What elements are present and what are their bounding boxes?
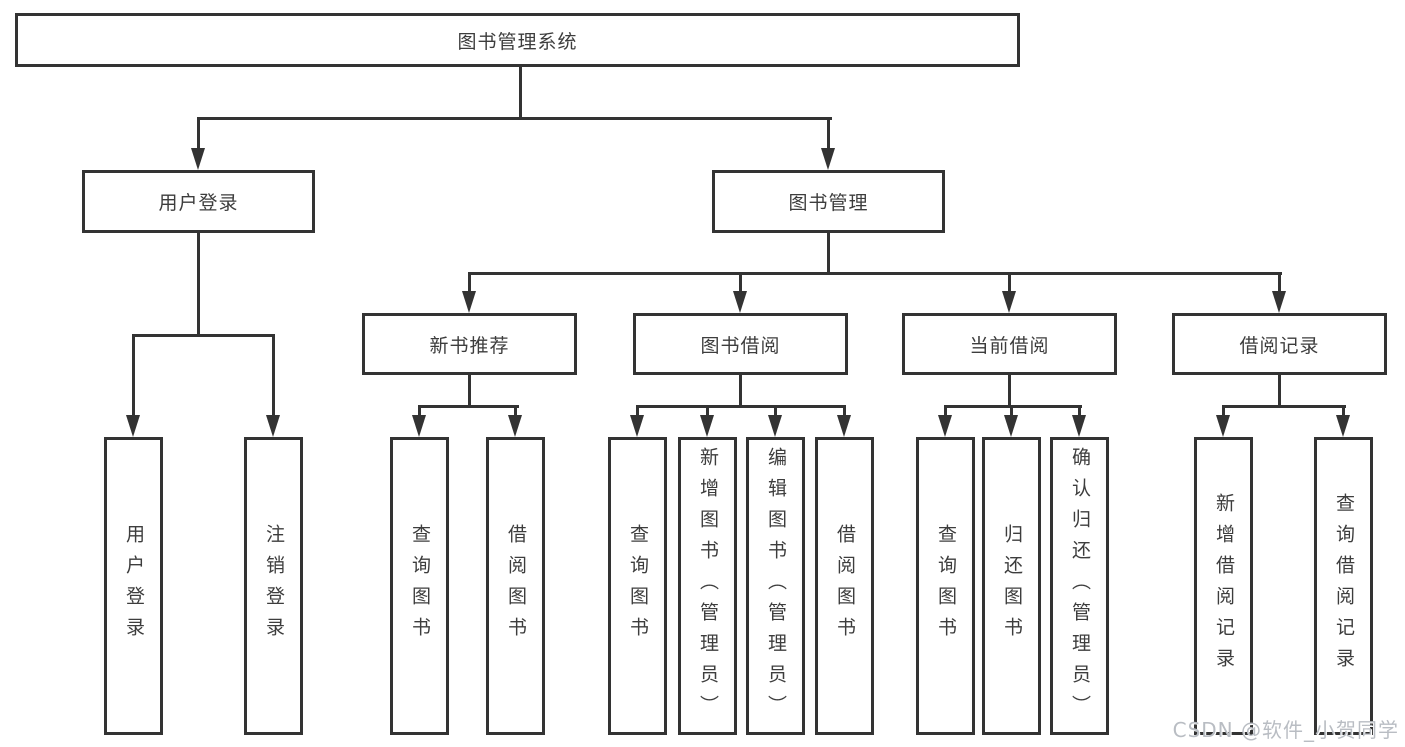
connector-line bbox=[636, 405, 846, 408]
leaf-query-books-3: 查询图书 bbox=[916, 437, 975, 735]
arrowhead-down bbox=[1004, 415, 1018, 437]
arrowhead-down bbox=[821, 148, 835, 170]
node-label: 新增图书（管理员） bbox=[697, 446, 719, 726]
connector-line bbox=[944, 405, 1082, 408]
node-new-book-recommend: 新书推荐 bbox=[362, 313, 577, 375]
arrowhead-down bbox=[700, 415, 714, 437]
connector-line bbox=[1010, 405, 1013, 417]
connector-line bbox=[132, 334, 275, 337]
node-label: 新书推荐 bbox=[429, 334, 510, 357]
node-label: 新增借阅记录 bbox=[1213, 493, 1235, 679]
arrowhead-down bbox=[191, 148, 205, 170]
arrowhead-down bbox=[1336, 415, 1350, 437]
arrowhead-down bbox=[266, 415, 280, 437]
connector-line bbox=[519, 66, 522, 118]
leaf-logout: 注销登录 bbox=[244, 437, 303, 735]
node-book-management: 图书管理 bbox=[712, 170, 945, 233]
arrowhead-down bbox=[1072, 415, 1086, 437]
connector-line bbox=[418, 405, 421, 417]
node-current-borrow: 当前借阅 bbox=[902, 313, 1117, 375]
leaf-query-books-2: 查询图书 bbox=[608, 437, 667, 735]
node-label: 借阅记录 bbox=[1239, 334, 1320, 357]
connector-line bbox=[774, 405, 777, 417]
leaf-confirm-return-admin: 确认归还（管理员） bbox=[1050, 437, 1109, 735]
arrowhead-down bbox=[768, 415, 782, 437]
node-label: 确认归还（管理员） bbox=[1069, 446, 1091, 726]
arrowhead-down bbox=[508, 415, 522, 437]
leaf-add-book-admin: 新增图书（管理员） bbox=[678, 437, 737, 735]
watermark: CSDN @软件_小贺同学 bbox=[1172, 718, 1399, 742]
node-label: 图书管理系统 bbox=[457, 30, 578, 53]
connector-line bbox=[1078, 405, 1081, 417]
connector-line bbox=[197, 117, 200, 150]
node-label: 编辑图书（管理员） bbox=[765, 446, 787, 726]
connector-line bbox=[636, 405, 639, 417]
node-label: 用户登录 bbox=[123, 524, 145, 648]
node-label: 借阅图书 bbox=[505, 524, 527, 648]
connector-line bbox=[418, 405, 519, 408]
connector-line bbox=[468, 272, 471, 294]
connector-line bbox=[1222, 405, 1225, 417]
node-root: 图书管理系统 bbox=[15, 13, 1020, 67]
node-label: 借阅图书 bbox=[834, 524, 856, 648]
leaf-return-book: 归还图书 bbox=[982, 437, 1041, 735]
connector-line bbox=[706, 405, 709, 417]
leaf-borrow-books-1: 借阅图书 bbox=[486, 437, 545, 735]
node-label: 查询图书 bbox=[409, 524, 431, 648]
connector-line bbox=[1278, 272, 1281, 294]
arrowhead-down bbox=[733, 291, 747, 313]
connector-line bbox=[739, 272, 742, 294]
connector-line bbox=[514, 405, 517, 417]
arrowhead-down bbox=[1216, 415, 1230, 437]
node-label: 图书借阅 bbox=[700, 334, 781, 357]
arrowhead-down bbox=[1272, 291, 1286, 313]
node-label: 用户登录 bbox=[158, 192, 239, 214]
arrowhead-down bbox=[412, 415, 426, 437]
node-label: 当前借阅 bbox=[969, 334, 1050, 357]
node-borrow-records: 借阅记录 bbox=[1172, 313, 1387, 375]
connector-line bbox=[197, 233, 200, 335]
leaf-borrow-books-2: 借阅图书 bbox=[815, 437, 874, 735]
node-label: 归还图书 bbox=[1001, 524, 1023, 648]
leaf-add-borrow-record: 新增借阅记录 bbox=[1194, 437, 1253, 735]
leaf-query-books-1: 查询图书 bbox=[390, 437, 449, 735]
node-label: 查询图书 bbox=[627, 524, 649, 648]
arrowhead-down bbox=[126, 415, 140, 437]
connector-line bbox=[843, 405, 846, 417]
connector-line bbox=[272, 334, 275, 417]
connector-line bbox=[468, 375, 471, 406]
leaf-query-borrow-record: 查询借阅记录 bbox=[1314, 437, 1373, 735]
connector-line bbox=[132, 334, 135, 417]
node-label: 查询图书 bbox=[935, 524, 957, 648]
node-book-borrow: 图书借阅 bbox=[633, 313, 848, 375]
connector-line bbox=[1342, 405, 1345, 417]
connector-line bbox=[1008, 272, 1011, 294]
connector-line bbox=[827, 117, 830, 150]
connector-line bbox=[197, 117, 832, 120]
leaf-edit-book-admin: 编辑图书（管理员） bbox=[746, 437, 805, 735]
connector-line bbox=[827, 233, 830, 273]
arrowhead-down bbox=[1002, 291, 1016, 313]
connector-line bbox=[1008, 375, 1011, 406]
arrowhead-down bbox=[938, 415, 952, 437]
connector-line bbox=[739, 375, 742, 406]
leaf-user-login: 用户登录 bbox=[104, 437, 163, 735]
node-label: 图书管理 bbox=[788, 192, 869, 214]
connector-line bbox=[1278, 375, 1281, 406]
node-user-login: 用户登录 bbox=[82, 170, 315, 233]
arrowhead-down bbox=[462, 291, 476, 313]
connector-line bbox=[1222, 405, 1346, 408]
node-label: 查询借阅记录 bbox=[1333, 493, 1355, 679]
arrowhead-down bbox=[630, 415, 644, 437]
node-label: 注销登录 bbox=[263, 524, 285, 648]
connector-line bbox=[944, 405, 947, 417]
connector-line bbox=[468, 272, 1282, 275]
arrowhead-down bbox=[837, 415, 851, 437]
